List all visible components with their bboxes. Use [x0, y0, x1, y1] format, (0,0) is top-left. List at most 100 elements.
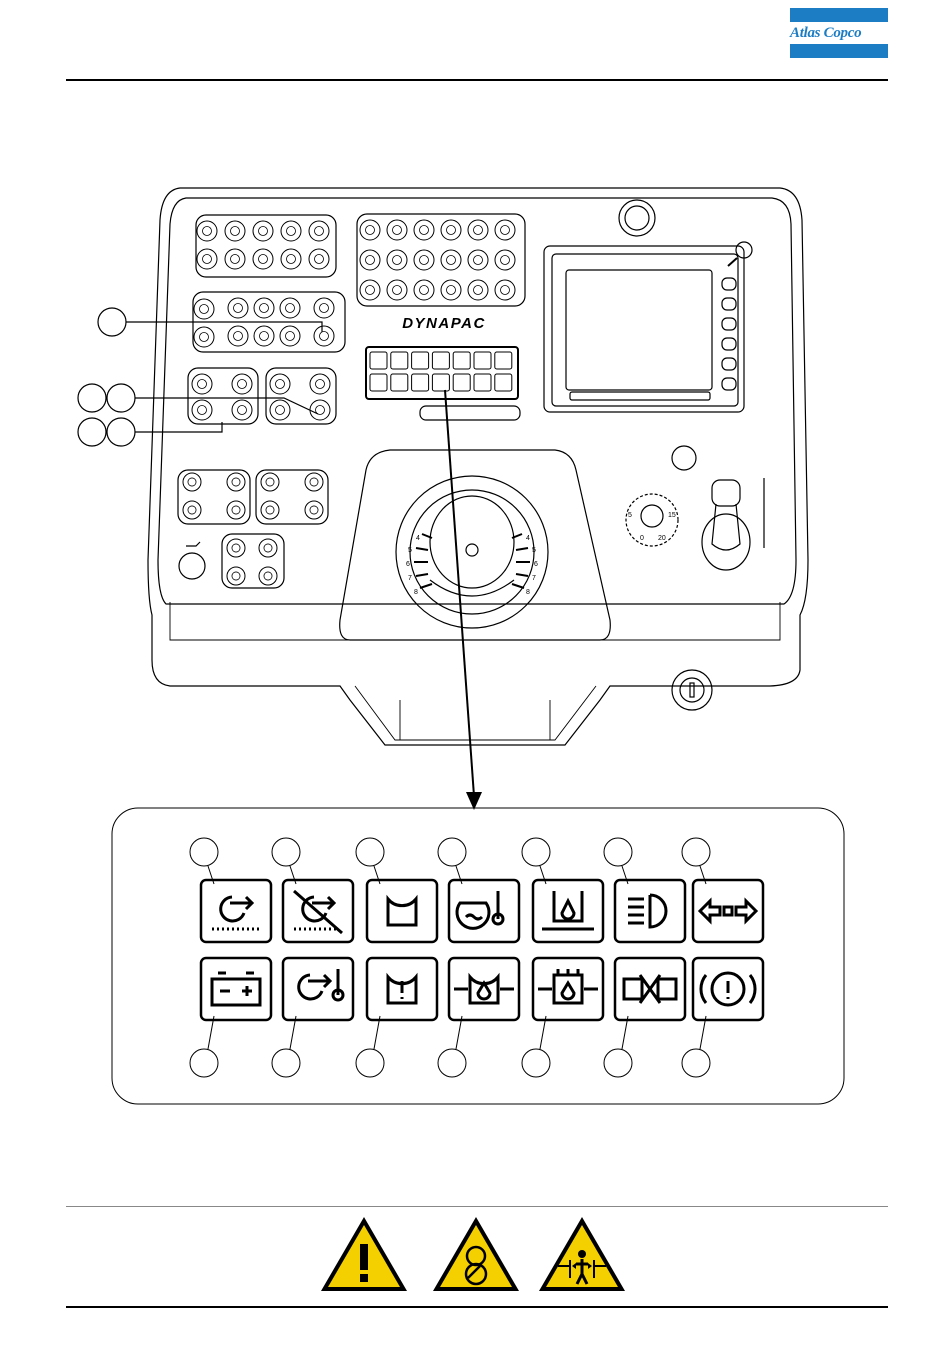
console-button[interactable]	[495, 250, 515, 270]
scale-left-6: 6	[406, 561, 410, 568]
console-button[interactable]	[310, 400, 330, 420]
callout-circle	[190, 1049, 218, 1077]
console-button[interactable]	[280, 326, 300, 346]
console-button[interactable]	[387, 220, 407, 240]
console-indicator-lamp	[453, 352, 470, 369]
console-button[interactable]	[254, 298, 274, 318]
console-indicator-lamp	[370, 352, 387, 369]
engine-icon	[367, 880, 437, 942]
console-button[interactable]	[183, 473, 201, 491]
console-button-symbol	[393, 256, 402, 265]
console-button[interactable]	[360, 280, 380, 300]
console-button-symbol	[393, 286, 402, 295]
callout-circle	[682, 838, 710, 866]
console-button[interactable]	[270, 400, 290, 420]
console-button[interactable]	[232, 400, 252, 420]
scale-right-7: 7	[532, 575, 536, 582]
scale-right-6: 6	[534, 561, 538, 568]
console-button[interactable]	[259, 539, 277, 557]
hydraulic-filter-icon-glyph	[538, 969, 598, 1003]
console-button[interactable]	[387, 250, 407, 270]
console-button[interactable]	[314, 326, 334, 346]
console-button[interactable]	[225, 249, 245, 269]
console-button[interactable]	[194, 299, 214, 319]
console-button[interactable]	[441, 280, 461, 300]
engine-start-blocked-icon-glyph	[294, 891, 342, 933]
console-button[interactable]	[441, 250, 461, 270]
console-button[interactable]	[310, 374, 330, 394]
console-button[interactable]	[281, 249, 301, 269]
console-button[interactable]	[309, 221, 329, 241]
console-button[interactable]	[414, 250, 434, 270]
console-button[interactable]	[192, 400, 212, 420]
console-button-symbol	[501, 286, 510, 295]
console-button[interactable]	[495, 220, 515, 240]
console-button[interactable]	[259, 567, 277, 585]
direction-indicator-icon	[693, 880, 763, 942]
console-button-symbol	[203, 255, 212, 264]
console-button[interactable]	[197, 249, 217, 269]
console-button[interactable]	[441, 220, 461, 240]
console-button[interactable]	[227, 567, 245, 585]
console-button[interactable]	[227, 473, 245, 491]
console-button-symbol	[266, 506, 274, 514]
console-button[interactable]	[468, 220, 488, 240]
console-button-symbol	[320, 332, 329, 341]
console-button[interactable]	[228, 326, 248, 346]
console-button[interactable]	[232, 374, 252, 394]
console-button[interactable]	[305, 473, 323, 491]
console-button[interactable]	[314, 298, 334, 318]
engine-oil-pressure-icon-glyph	[454, 977, 514, 1003]
console-button-symbol	[232, 572, 240, 580]
console-button[interactable]	[414, 280, 434, 300]
callout-circle	[682, 1049, 710, 1077]
console-button[interactable]	[228, 298, 248, 318]
console-button[interactable]	[468, 250, 488, 270]
console-button[interactable]	[183, 501, 201, 519]
console-button[interactable]	[360, 250, 380, 270]
console-button-symbol	[315, 255, 324, 264]
console-button[interactable]	[253, 221, 273, 241]
console-button[interactable]	[305, 501, 323, 519]
console-button[interactable]	[387, 280, 407, 300]
console-button[interactable]	[227, 501, 245, 519]
console-button[interactable]	[194, 327, 214, 347]
console-button-symbol	[320, 304, 329, 313]
console-button[interactable]	[281, 221, 301, 241]
console-button[interactable]	[253, 249, 273, 269]
console-button[interactable]	[227, 539, 245, 557]
coolant-temperature-icon	[449, 880, 519, 942]
console-button-symbol	[276, 380, 285, 389]
console-button[interactable]	[495, 280, 515, 300]
console-button[interactable]	[280, 298, 300, 318]
console-button[interactable]	[192, 374, 212, 394]
console-button-symbol	[264, 544, 272, 552]
console-button[interactable]	[261, 501, 279, 519]
console-button[interactable]	[468, 280, 488, 300]
console-button[interactable]	[270, 374, 290, 394]
console-button-symbol	[188, 506, 196, 514]
console-button-symbol	[198, 380, 207, 389]
console-button[interactable]	[225, 221, 245, 241]
console-button[interactable]	[254, 326, 274, 346]
callout-circle	[522, 1049, 550, 1077]
scale-left-4: 4	[416, 535, 420, 542]
console-button-symbol	[501, 226, 510, 235]
scale-right-4: 4	[526, 535, 530, 542]
console-indicator-lamp	[495, 374, 512, 391]
engine-start-fuel-icon-glyph	[212, 897, 260, 929]
scale-left-8: 8	[414, 589, 418, 596]
console-button-symbol	[286, 304, 295, 313]
console-button[interactable]	[414, 220, 434, 240]
callout-circle	[190, 838, 218, 866]
dial-label-15: 15	[668, 512, 676, 519]
console-button[interactable]	[360, 220, 380, 240]
console-button[interactable]	[197, 221, 217, 241]
brake-warning-icon-glyph	[701, 973, 755, 1005]
console-button-symbol	[501, 256, 510, 265]
console-button-symbol	[238, 406, 247, 415]
scale-left-5: 5	[408, 547, 412, 554]
console-button[interactable]	[309, 249, 329, 269]
console-button-symbol	[231, 227, 240, 236]
console-button[interactable]	[261, 473, 279, 491]
